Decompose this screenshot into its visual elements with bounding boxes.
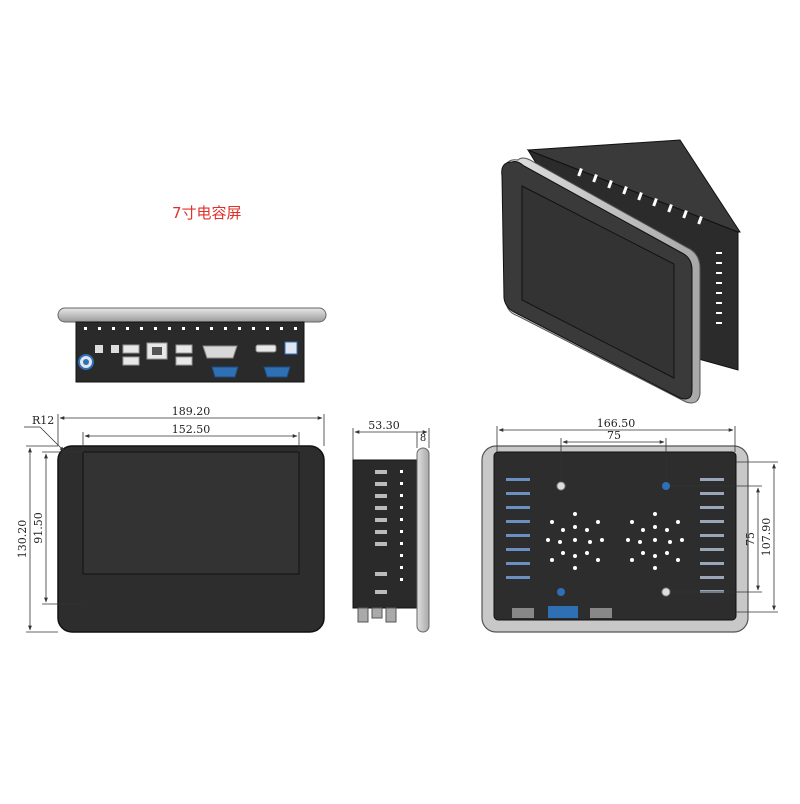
vga-port-icon	[202, 345, 238, 359]
side-view: 53.30 8	[352, 419, 430, 633]
back-speaker-grille-right	[626, 512, 684, 570]
back-right-vents	[700, 478, 724, 593]
usb-port-icon	[175, 356, 193, 366]
side-view-bezel	[416, 447, 430, 633]
depth-label: 53.30	[368, 419, 400, 432]
back-connector-icon	[548, 606, 578, 618]
top-view-bezel	[57, 307, 327, 323]
radius-label: R12	[32, 414, 54, 427]
drawing-title: 7寸电容屏	[172, 204, 242, 222]
usb-port-icon	[122, 344, 140, 354]
usb-port-icon	[175, 344, 193, 354]
isometric-view	[501, 139, 741, 404]
back-connector-icon	[590, 608, 612, 618]
back-panel	[493, 451, 737, 621]
hole-width-label: 166.50	[597, 417, 636, 430]
front-view: R12 189.20 152.50 130.20 91.50	[16, 405, 325, 633]
usb-port-icon	[122, 356, 140, 366]
mount-hole-icon	[662, 482, 670, 490]
side-connector-icon	[371, 607, 383, 619]
iso-top-vents	[577, 168, 703, 225]
overall-width-label: 189.20	[172, 405, 211, 418]
top-view-vent-row	[84, 327, 297, 330]
back-speaker-grille-left	[546, 512, 604, 570]
led-indicator-icon	[111, 345, 119, 353]
overall-height-label: 130.20	[16, 520, 29, 559]
hole-height-label: 107.90	[760, 518, 773, 557]
iso-screen	[521, 185, 675, 379]
back-left-vents	[506, 478, 530, 579]
hole-spacing-x-label: 75	[607, 429, 621, 442]
bezel-thickness-label: 8	[420, 433, 426, 444]
com-port-icon	[211, 366, 239, 378]
com-port-icon	[263, 366, 291, 378]
led-indicator-icon	[95, 345, 103, 353]
dc-power-jack-icon	[284, 341, 298, 355]
iso-side-vents	[716, 252, 722, 324]
front-screen-area	[82, 451, 300, 575]
screen-width-label: 152.50	[172, 423, 211, 436]
mount-hole-icon	[661, 587, 671, 597]
back-view: 166.50 75 75 107.90	[481, 417, 778, 633]
side-connector-icon	[385, 607, 397, 623]
screen-height-label: 91.50	[32, 512, 45, 544]
side-view-ports	[375, 470, 387, 594]
mount-hole-icon	[556, 481, 566, 491]
side-connector-icon	[357, 607, 369, 623]
hole-spacing-y-label: 75	[744, 532, 757, 546]
hdmi-port-icon	[255, 344, 277, 353]
top-view-connectors	[57, 307, 327, 383]
mount-hole-icon	[557, 588, 565, 596]
back-connector-icon	[512, 608, 534, 618]
